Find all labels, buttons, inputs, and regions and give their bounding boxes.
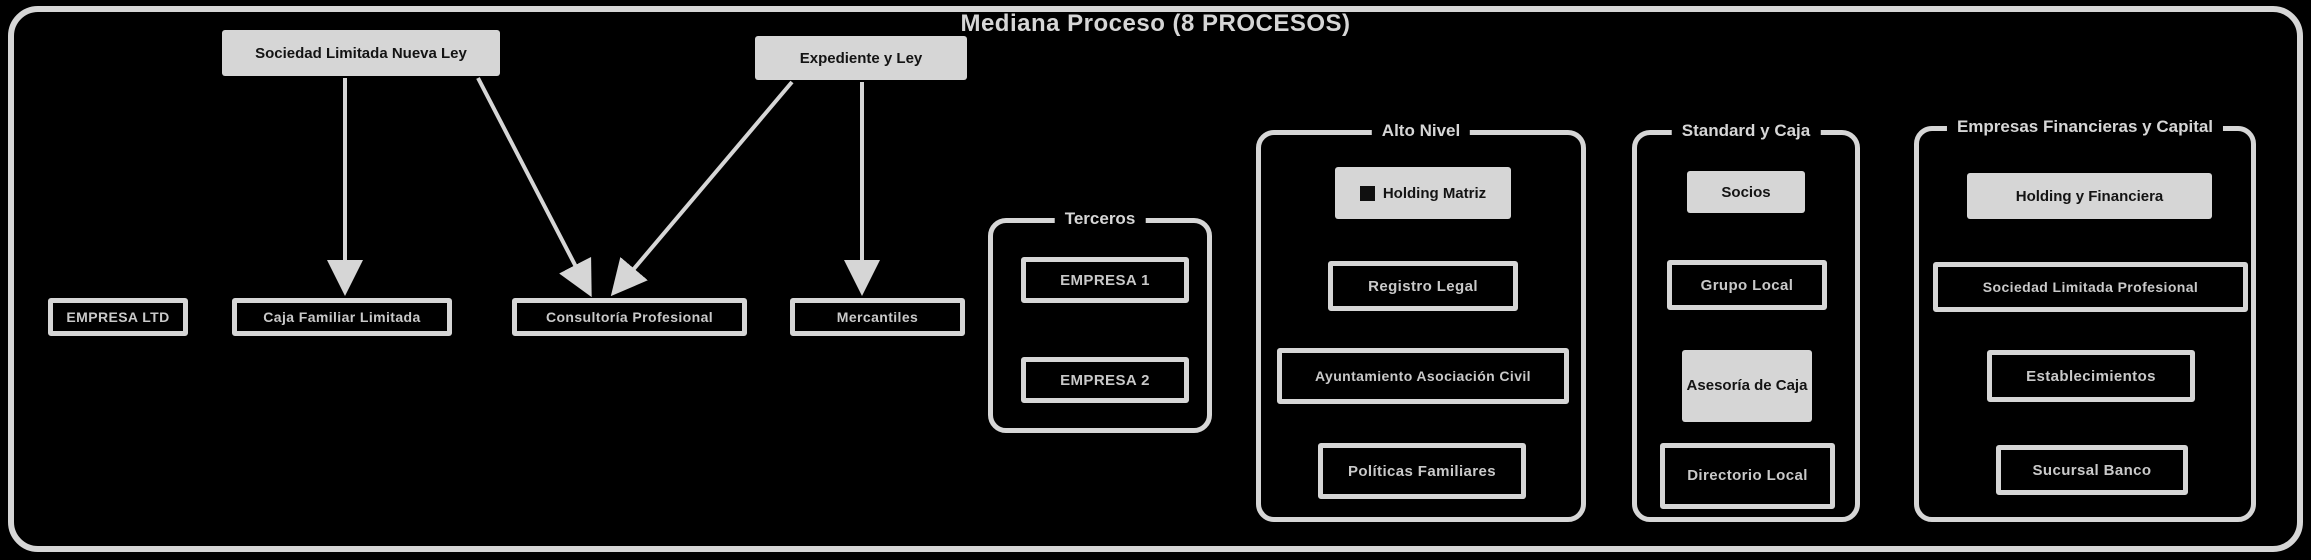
group-financieras-item-2: Establecimientos bbox=[1987, 350, 2195, 402]
group-standard-header: Socios bbox=[1687, 171, 1805, 213]
standard-item-1-label: Grupo Local bbox=[1700, 276, 1794, 294]
financieras-item-1-label: Sociedad Limitada Profesional bbox=[1982, 279, 2199, 295]
org-node-leaf-3: Consultoría Profesional bbox=[512, 298, 747, 336]
group-financieras-header: Holding y Financiera bbox=[1967, 173, 2212, 219]
group-standard-title: Standard y Caja bbox=[1671, 121, 1821, 141]
org-node-leaf-2: Caja Familiar Limitada bbox=[232, 298, 452, 336]
group-alto-nivel-title: Alto Nivel bbox=[1371, 121, 1471, 141]
group-financieras: Empresas Financieras y Capital Holding y… bbox=[1914, 117, 2256, 522]
group-terceros-item-empresa-2: EMPRESA 2 bbox=[1021, 357, 1189, 403]
alto-nivel-header-label: Holding Matriz bbox=[1382, 184, 1487, 202]
group-financieras-item-1: Sociedad Limitada Profesional bbox=[1933, 262, 2248, 312]
org-node-parent-2-label: Expediente y Ley bbox=[799, 49, 923, 67]
group-alto-nivel: Alto Nivel Holding Matriz Registro Legal… bbox=[1256, 121, 1586, 522]
group-alto-nivel-header: Holding Matriz bbox=[1335, 167, 1511, 219]
group-terceros-item-empresa-1: EMPRESA 1 bbox=[1021, 257, 1189, 303]
empresa-2-label: EMPRESA 2 bbox=[1060, 371, 1150, 389]
financieras-item-3-label: Sucursal Banco bbox=[2032, 461, 2152, 479]
org-node-leaf-1: EMPRESA LTD bbox=[48, 298, 188, 336]
alto-nivel-item-3-label: Políticas Familiares bbox=[1347, 462, 1497, 480]
standard-item-3-label: Directorio Local bbox=[1687, 467, 1808, 484]
financieras-item-2-label: Establecimientos bbox=[2026, 367, 2156, 385]
group-terceros: Terceros EMPRESA 1 EMPRESA 2 bbox=[988, 209, 1212, 433]
standard-header-label: Socios bbox=[1721, 183, 1771, 201]
org-node-leaf-4-label: Mercantiles bbox=[836, 309, 919, 325]
group-alto-nivel-item-3: Políticas Familiares bbox=[1318, 443, 1526, 499]
org-node-parent-2: Expediente y Ley bbox=[755, 36, 967, 80]
group-standard: Standard y Caja Socios Grupo Local Aseso… bbox=[1632, 121, 1860, 522]
empresa-1-label: EMPRESA 1 bbox=[1060, 271, 1150, 289]
group-alto-nivel-item-2: Ayuntamiento Asociación Civil bbox=[1277, 348, 1569, 404]
org-node-parent-1: Sociedad Limitada Nueva Ley bbox=[222, 30, 500, 76]
financieras-header-label: Holding y Financiera bbox=[2015, 187, 2164, 205]
group-standard-item-1: Grupo Local bbox=[1667, 260, 1827, 310]
org-node-parent-1-label: Sociedad Limitada Nueva Ley bbox=[255, 44, 467, 62]
square-icon bbox=[1359, 185, 1375, 201]
org-node-leaf-4: Mercantiles bbox=[790, 298, 965, 336]
org-node-leaf-2-label: Caja Familiar Limitada bbox=[263, 309, 421, 325]
org-node-leaf-1-label: EMPRESA LTD bbox=[66, 309, 170, 325]
diagram-title: Mediana Proceso (8 PROCESOS) bbox=[960, 10, 1351, 37]
group-standard-item-2: Asesoría de Caja bbox=[1682, 350, 1812, 422]
alto-nivel-item-1-label: Registro Legal bbox=[1368, 277, 1478, 295]
standard-item-2-label: Asesoría de Caja bbox=[1686, 377, 1808, 394]
org-node-leaf-3-label: Consultoría Profesional bbox=[545, 309, 714, 325]
group-standard-item-3: Directorio Local bbox=[1660, 443, 1835, 509]
alto-nivel-item-2-label: Ayuntamiento Asociación Civil bbox=[1315, 368, 1531, 384]
group-financieras-title: Empresas Financieras y Capital bbox=[1946, 117, 2224, 137]
group-alto-nivel-item-1: Registro Legal bbox=[1328, 261, 1518, 311]
group-financieras-item-3: Sucursal Banco bbox=[1996, 445, 2188, 495]
group-terceros-title: Terceros bbox=[1054, 209, 1146, 229]
canvas-border bbox=[8, 6, 2303, 552]
